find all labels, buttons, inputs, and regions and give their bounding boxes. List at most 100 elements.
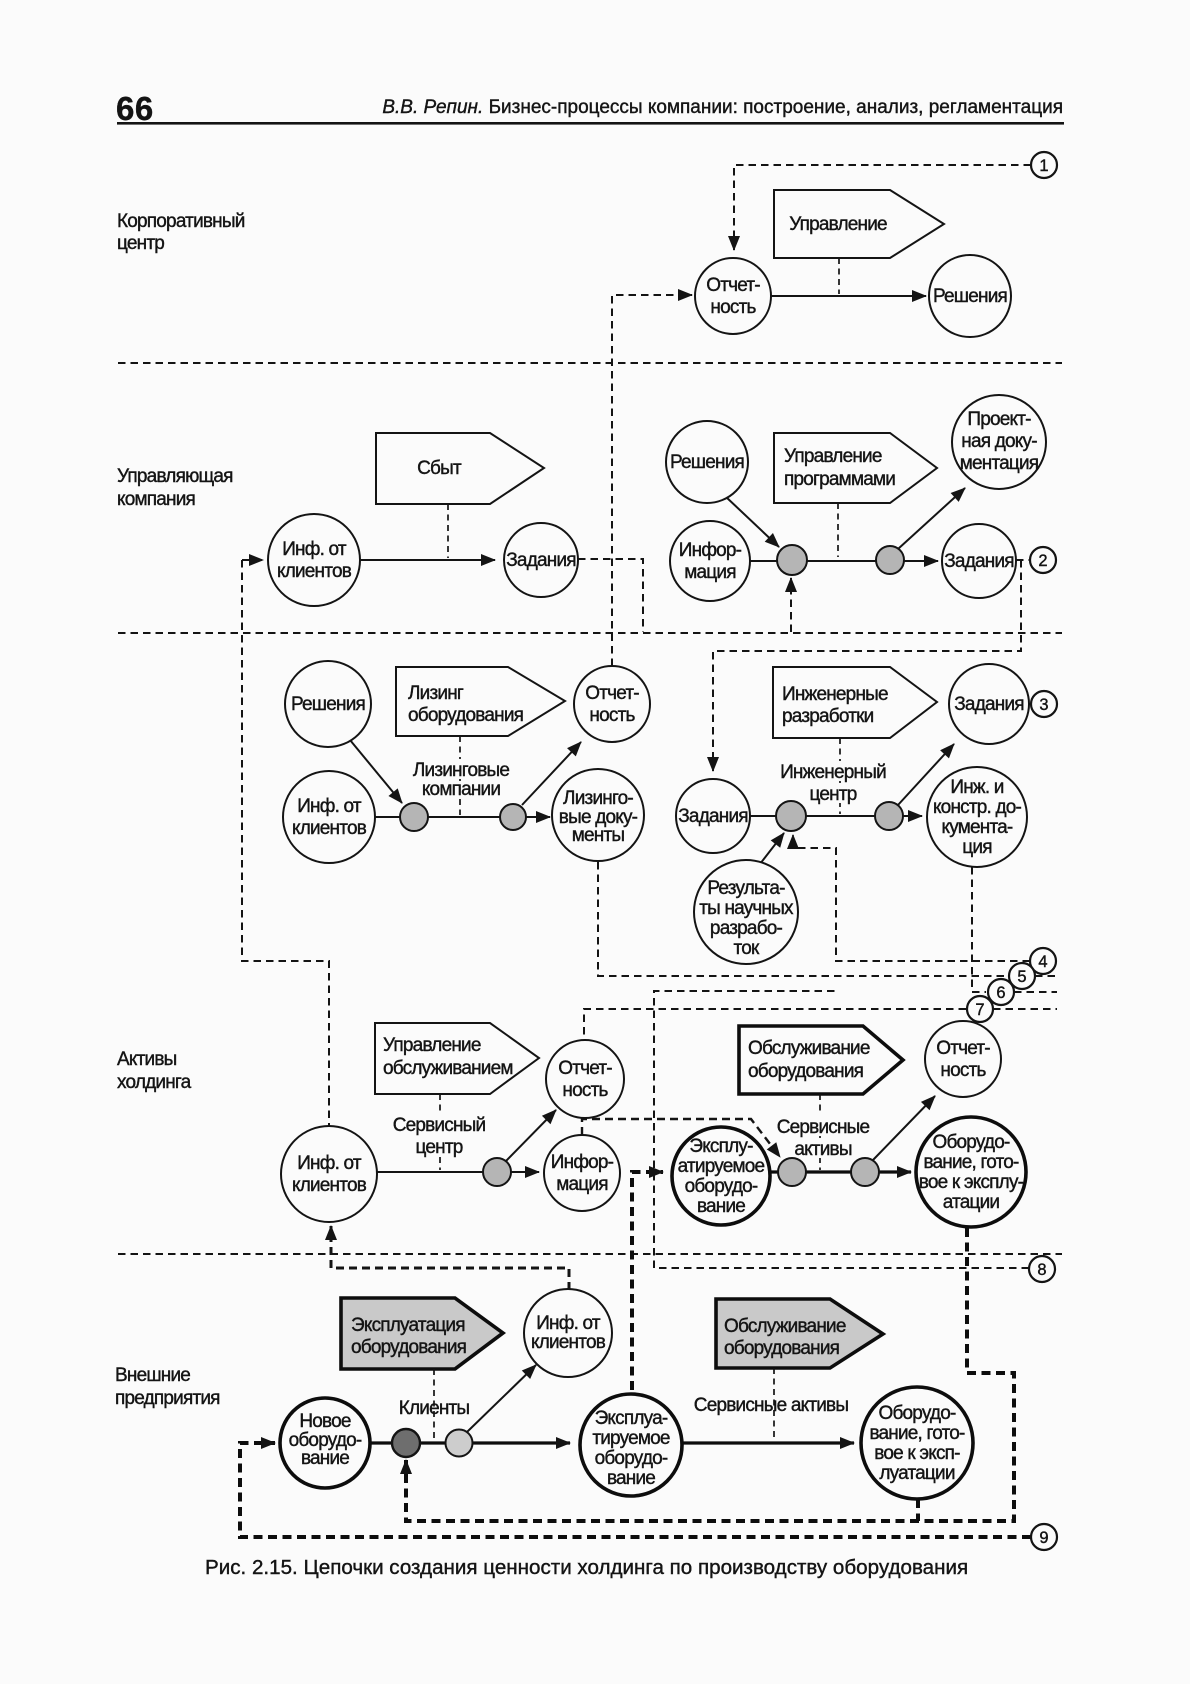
svg-text:Задания: Задания [506, 550, 576, 571]
svg-text:Лизинговые: Лизинговые [413, 760, 510, 781]
svg-text:ность: ность [940, 1060, 986, 1081]
svg-text:Эксплу-: Эксплу- [689, 1136, 753, 1157]
svg-text:клиентов: клиентов [292, 818, 367, 839]
svg-text:Инф. от: Инф. от [297, 796, 362, 817]
svg-text:ность: ность [710, 297, 756, 318]
svg-text:центр: центр [810, 784, 857, 805]
svg-text:оборудования: оборудования [724, 1338, 839, 1359]
svg-text:Обслуживание: Обслуживание [724, 1316, 846, 1337]
svg-text:ность: ность [589, 705, 635, 726]
svg-text:ная доку-: ная доку- [961, 431, 1037, 452]
svg-text:Решения: Решения [291, 694, 365, 715]
svg-text:Эксплуатация: Эксплуатация [351, 1315, 465, 1336]
svg-text:Задания: Задания [944, 551, 1014, 572]
svg-text:Корпоративный: Корпоративный [117, 211, 245, 232]
svg-text:разрабо-: разрабо- [710, 918, 783, 939]
svg-text:предприятия: предприятия [115, 1388, 220, 1409]
svg-text:ность: ность [562, 1080, 608, 1101]
svg-text:программами: программами [784, 469, 895, 490]
svg-text:разработки: разработки [782, 706, 874, 727]
svg-text:атации: атации [943, 1192, 1000, 1213]
svg-text:мация: мация [684, 562, 735, 583]
svg-text:66: 66 [116, 90, 154, 127]
svg-text:Проект-: Проект- [967, 409, 1031, 430]
svg-text:вание: вание [301, 1448, 349, 1469]
svg-text:1: 1 [1039, 157, 1048, 175]
svg-text:Управление: Управление [789, 214, 887, 235]
svg-text:центр: центр [416, 1137, 463, 1158]
svg-text:оборудо-: оборудо- [289, 1430, 362, 1451]
svg-text:Инженерные: Инженерные [782, 684, 888, 705]
svg-text:холдинга: холдинга [117, 1072, 192, 1093]
svg-text:ция: ция [962, 837, 991, 858]
svg-text:вание: вание [607, 1468, 655, 1489]
svg-text:Сервисные: Сервисные [777, 1117, 870, 1138]
svg-text:вание, гото-: вание, гото- [869, 1423, 965, 1444]
svg-text:Клиенты: Клиенты [399, 1398, 470, 1419]
svg-text:Инф. от: Инф. от [297, 1153, 362, 1174]
svg-text:Решения: Решения [670, 452, 744, 473]
svg-text:Отчет-: Отчет- [936, 1038, 990, 1059]
svg-text:клиентов: клиентов [531, 1332, 606, 1353]
svg-text:Инж. и: Инж. и [950, 777, 1003, 798]
svg-text:Инф. от: Инф. от [282, 539, 347, 560]
svg-text:компания: компания [117, 489, 195, 510]
svg-text:активы: активы [794, 1139, 852, 1160]
svg-text:5: 5 [1017, 968, 1026, 986]
svg-text:Оборудо-: Оборудо- [932, 1132, 1010, 1153]
svg-text:Сервисный: Сервисный [393, 1115, 486, 1136]
svg-text:Отчет-: Отчет- [706, 275, 760, 296]
svg-text:оборудования: оборудования [351, 1337, 466, 1358]
svg-text:Лизинг: Лизинг [408, 683, 464, 704]
svg-text:Оборудо-: Оборудо- [878, 1403, 956, 1424]
svg-text:оборудо-: оборудо- [595, 1448, 668, 1469]
svg-text:Отчет-: Отчет- [585, 683, 639, 704]
svg-text:Задания: Задания [954, 694, 1024, 715]
svg-text:Инф. от: Инф. от [536, 1313, 601, 1334]
svg-text:кумента-: кумента- [942, 817, 1013, 838]
svg-text:атируемое: атируемое [678, 1156, 765, 1177]
svg-text:Рис. 2.15. Цепочки создания це: Рис. 2.15. Цепочки создания ценности хол… [205, 1556, 968, 1579]
svg-text:Управление: Управление [784, 446, 882, 467]
svg-text:вые доку-: вые доку- [559, 807, 638, 828]
svg-text:менты: менты [572, 825, 625, 846]
svg-text:Сервисные активы: Сервисные активы [694, 1395, 849, 1416]
svg-text:ты научных: ты научных [699, 898, 794, 919]
svg-text:В.В. Репин. Бизнес-процессы ко: В.В. Репин. Бизнес-процессы компании: по… [382, 97, 1063, 118]
svg-text:Задания: Задания [678, 806, 748, 827]
svg-text:луатации: луатации [879, 1463, 954, 1484]
svg-text:4: 4 [1038, 953, 1047, 971]
svg-text:8: 8 [1037, 1261, 1046, 1279]
svg-text:Решения: Решения [933, 286, 1007, 307]
svg-text:3: 3 [1039, 696, 1048, 714]
svg-text:клиентов: клиентов [292, 1175, 367, 1196]
svg-text:клиентов: клиентов [277, 561, 352, 582]
svg-text:ток: ток [734, 938, 760, 959]
svg-text:вание: вание [697, 1196, 745, 1217]
svg-text:Результа-: Результа- [707, 878, 785, 899]
svg-text:Эксплуа-: Эксплуа- [595, 1408, 668, 1429]
svg-text:тируемое: тируемое [592, 1428, 670, 1449]
svg-text:Лизинго-: Лизинго- [563, 788, 633, 809]
svg-text:оборудо-: оборудо- [685, 1176, 758, 1197]
svg-text:компании: компании [422, 779, 501, 800]
svg-text:6: 6 [996, 984, 1005, 1002]
svg-text:центр: центр [117, 233, 164, 254]
svg-text:вое к эксп-: вое к эксп- [874, 1443, 960, 1464]
svg-text:Инфор-: Инфор- [679, 540, 742, 561]
svg-text:ментация: ментация [960, 453, 1039, 474]
svg-text:Обслуживание: Обслуживание [748, 1038, 870, 1059]
svg-text:оборудования: оборудования [748, 1061, 863, 1082]
svg-text:Инженерный: Инженерный [780, 762, 886, 783]
svg-text:обслуживанием: обслуживанием [383, 1058, 513, 1079]
svg-text:9: 9 [1039, 1529, 1048, 1547]
svg-text:вое к эксплу-: вое к эксплу- [919, 1172, 1024, 1193]
svg-text:Сбыт: Сбыт [417, 458, 462, 479]
svg-text:вание, гото-: вание, гото- [923, 1152, 1019, 1173]
svg-text:Управляющая: Управляющая [117, 466, 233, 487]
svg-text:7: 7 [975, 1001, 984, 1019]
svg-text:Внешние: Внешние [115, 1365, 190, 1386]
svg-text:мация: мация [556, 1174, 607, 1195]
svg-text:2: 2 [1038, 552, 1047, 570]
svg-text:Новое: Новое [299, 1411, 351, 1432]
